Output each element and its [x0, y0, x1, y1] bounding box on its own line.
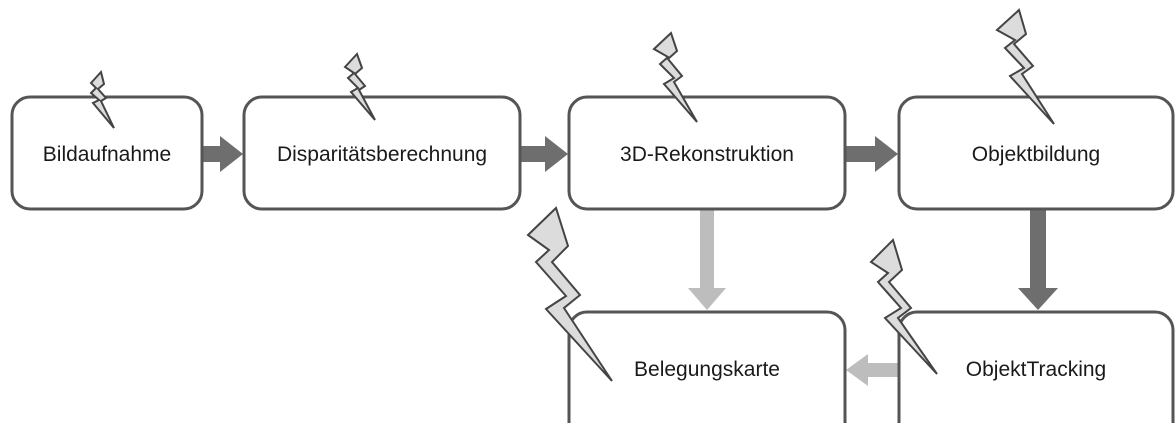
arrow-tracking-to-belegungskarte: [846, 354, 898, 386]
node-label: 3D-Rekonstruktion: [620, 143, 794, 166]
node-label: Disparitätsberechnung: [277, 143, 487, 166]
lightning-bolt-icon: [526, 206, 613, 382]
node-objekttracking: ObjektTracking: [897, 310, 1175, 423]
lightning-bolt-icon: [652, 31, 698, 123]
arrow-bildaufnahme-to-disparitaet: [203, 136, 243, 172]
arrow-rekonstruktion-to-objektbildung: [846, 136, 898, 172]
lightning-bolt-icon: [89, 69, 115, 129]
node-belegungskarte: Belegungskarte: [567, 310, 847, 423]
node-objektbildung: Objektbildung: [897, 95, 1175, 211]
node-label: Belegungskarte: [634, 358, 780, 381]
node-disparitaetsberechnung: Disparitätsberechnung: [242, 95, 522, 211]
lightning-bolt-icon: [343, 52, 376, 121]
arrow-disparitaet-to-rekonstruktion: [520, 136, 568, 172]
arrow-objektbildung-to-tracking: [1018, 210, 1058, 310]
node-label: Bildaufnahme: [43, 143, 171, 166]
lightning-bolts: [89, 8, 1055, 382]
lightning-bolt-icon: [869, 238, 938, 375]
arrows: [203, 136, 1058, 386]
node-label: ObjektTracking: [966, 358, 1106, 381]
node-label: Objektbildung: [972, 143, 1100, 166]
arrow-rekonstruktion-to-belegungskarte: [688, 210, 726, 310]
node-3d-rekonstruktion: 3D-Rekonstruktion: [567, 95, 847, 211]
node-bildaufnahme: Bildaufnahme: [10, 95, 204, 211]
lightning-bolt-icon: [995, 8, 1055, 125]
